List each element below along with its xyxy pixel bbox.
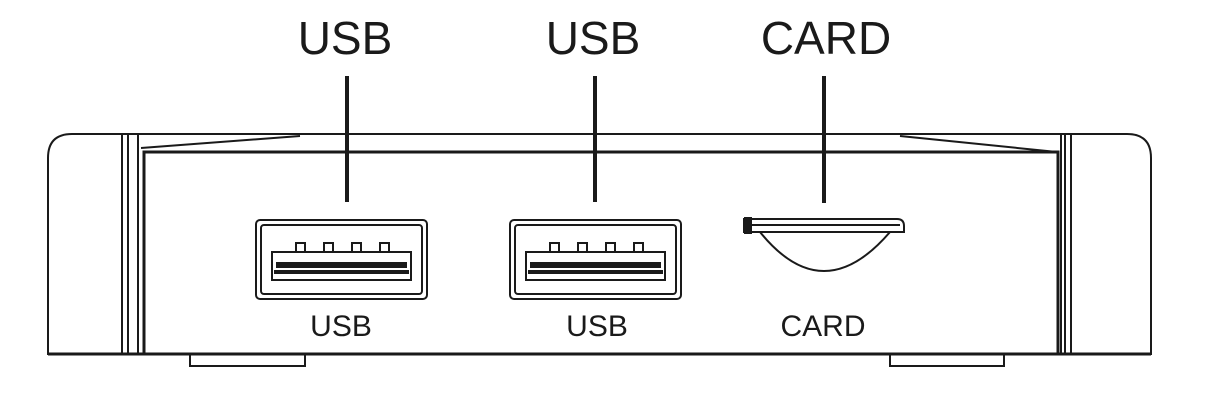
callout-label-usb-2: USB [546,12,641,64]
callout-label-usb-1: USB [298,12,393,64]
port-label-usb-2: USB [566,310,628,343]
usb-port-1 [255,219,428,300]
usb-port-2 [509,219,682,300]
device-housing [47,133,1152,367]
callout-label-card: CARD [761,12,891,64]
card-slot [743,217,905,272]
port-label-card: CARD [780,310,865,343]
port-label-usb-1: USB [310,310,372,343]
